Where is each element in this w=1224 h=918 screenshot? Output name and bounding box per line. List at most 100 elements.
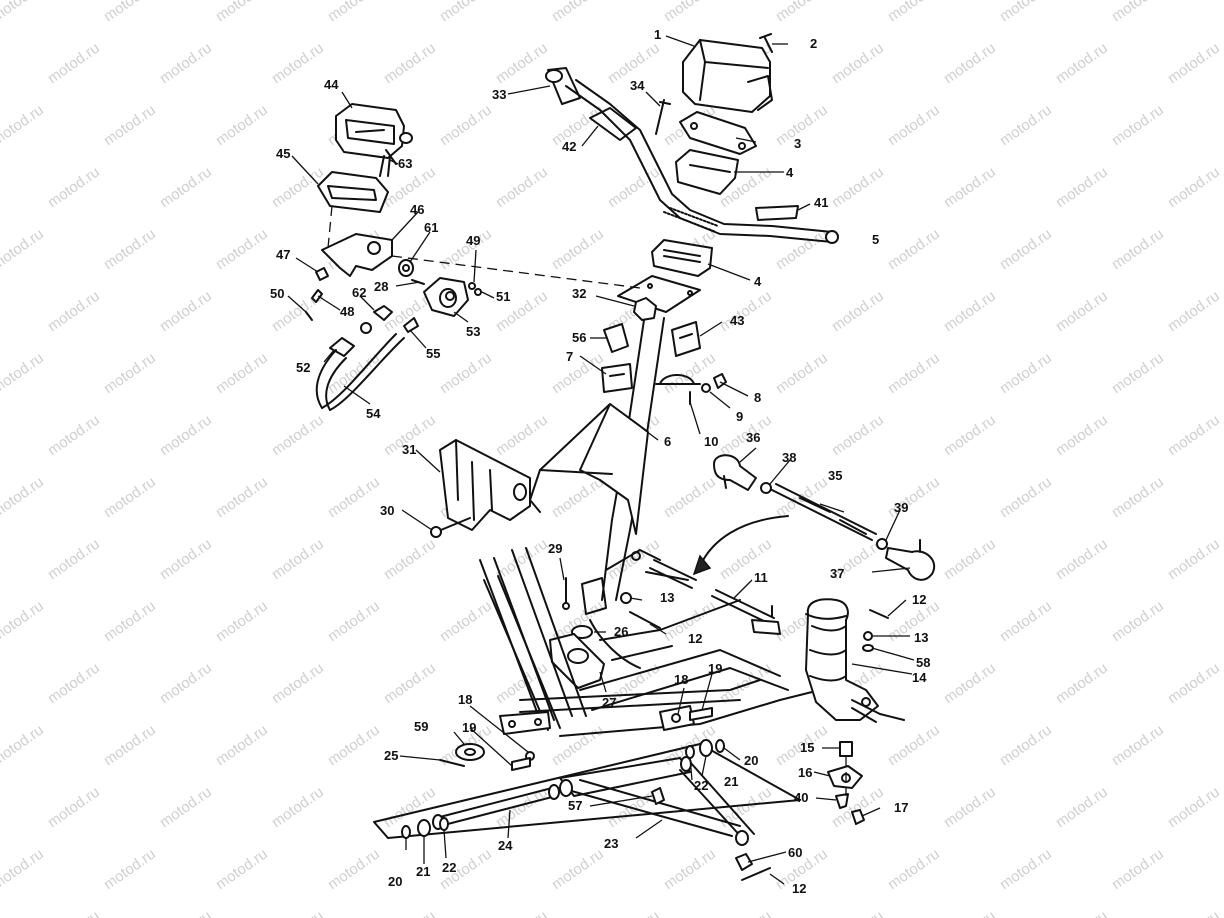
watermark-text: motod.ru — [269, 39, 327, 87]
leader-lines — [287, 35, 915, 885]
washer-22b — [685, 745, 695, 759]
callout-27: 27 — [602, 695, 616, 710]
watermark-text: motod.ru — [997, 845, 1055, 893]
watermark-text: motod.ru — [885, 0, 943, 25]
callout-11: 11 — [754, 570, 768, 585]
watermark-text: motod.ru — [437, 349, 495, 397]
watermark-text: motod.ru — [1109, 0, 1167, 25]
callout-46: 46 — [410, 202, 424, 217]
screw-50 — [305, 311, 313, 321]
watermark-text: motod.ru — [941, 659, 999, 707]
callout-29: 29 — [548, 541, 562, 556]
watermark-text: motod.ru — [269, 535, 327, 583]
watermark-text: motod.ru — [1053, 39, 1111, 87]
grommet-61 — [398, 259, 414, 277]
watermark-text: motod.ru — [45, 907, 103, 918]
watermark-text: motod.ru — [997, 225, 1055, 273]
watermark-text: motod.ru — [549, 225, 607, 273]
watermark-text: motod.ru — [1165, 659, 1223, 707]
watermark-text: motod.ru — [213, 349, 271, 397]
watermark-text: motod.ru — [1053, 907, 1111, 918]
watermark-text: motod.ru — [0, 349, 47, 397]
jam-nut-39 — [876, 538, 888, 550]
watermark-text: motod.ru — [885, 225, 943, 273]
watermark-text: motod.ru — [885, 721, 943, 769]
watermark-text: motod.ru — [549, 845, 607, 893]
watermark-text: motod.ru — [45, 535, 103, 583]
watermark-text: motod.ru — [493, 411, 551, 459]
watermark-text: motod.ru — [1109, 597, 1167, 645]
callout-5: 5 — [872, 232, 879, 247]
watermark-text: motod.ru — [45, 783, 103, 831]
washer-58 — [862, 644, 874, 652]
watermark-text: motod.ru — [941, 535, 999, 583]
watermark-text: motod.ru — [45, 163, 103, 211]
watermark-text: motod.ru — [157, 659, 215, 707]
bushing-21a — [417, 819, 431, 837]
callout-33: 33 — [492, 87, 506, 102]
tie-rod-end-36 — [713, 454, 757, 491]
callout-4a: 4 — [786, 165, 794, 180]
watermark-text: motod.ru — [157, 535, 215, 583]
callout-14: 14 — [912, 670, 927, 685]
nut-47 — [315, 267, 329, 281]
watermark-text: motod.ru — [0, 473, 47, 521]
watermark-text: motod.ru — [157, 287, 215, 335]
gauge-cup-45 — [317, 171, 389, 213]
washer-59 — [455, 743, 485, 761]
callout-2: 2 — [810, 36, 817, 51]
watermark-text: motod.ru — [661, 845, 719, 893]
callout-42: 42 — [562, 139, 576, 154]
watermark-text: motod.ru — [1221, 101, 1224, 149]
watermark-text: motod.ru — [1165, 907, 1223, 918]
watermark-text: motod.ru — [1053, 287, 1111, 335]
callout-8: 8 — [754, 390, 761, 405]
watermark-text: motod.ru — [381, 907, 439, 918]
callout-22b: 22 — [694, 778, 708, 793]
watermark-text: motod.ru — [941, 411, 999, 459]
watermark-text: motod.ru — [1053, 783, 1111, 831]
callout-41: 41 — [814, 195, 828, 210]
watermark-text: motod.ru — [213, 473, 271, 521]
callout-49: 49 — [466, 233, 480, 248]
watermark-text: motod.ru — [493, 39, 551, 87]
callout-6: 6 — [664, 434, 671, 449]
watermark-text: motod.ru — [101, 597, 159, 645]
watermark-text: motod.ru — [1221, 349, 1224, 397]
watermark-text: motod.ru — [269, 659, 327, 707]
callout-1: 1 — [654, 27, 661, 42]
callout-61: 61 — [424, 220, 438, 235]
watermark-text: motod.ru — [0, 225, 47, 273]
screw-34 — [655, 99, 671, 135]
watermark-text: motod.ru — [45, 659, 103, 707]
watermark-text: motod.ru — [0, 0, 47, 25]
washer-26 — [571, 625, 593, 639]
watermark-text: motod.ru — [269, 907, 327, 918]
watermark-text: motod.ru — [829, 411, 887, 459]
bolt-19b — [511, 757, 531, 771]
watermark-text: motod.ru — [661, 0, 719, 25]
callout-48: 48 — [340, 304, 354, 319]
callout-numbers: 1 2 3 4 4 5 6 7 8 9 10 11 12 12 12 13 13… — [270, 27, 930, 896]
callout-52: 52 — [296, 360, 310, 375]
washer-20a — [401, 825, 411, 839]
watermark-text: motod.ru — [941, 39, 999, 87]
handlebar-pad — [682, 39, 773, 113]
tie-rod — [771, 483, 877, 541]
callout-58: 58 — [916, 655, 930, 670]
watermark-text: motod.ru — [437, 101, 495, 149]
watermark-text: motod.ru — [101, 721, 159, 769]
watermark-text: motod.ru — [437, 0, 495, 25]
bracket-43 — [671, 321, 701, 357]
watermark-text: motod.ru — [325, 473, 383, 521]
bushing-56 — [603, 323, 629, 353]
chassis-frame — [479, 547, 821, 737]
grease-fitting-40 — [835, 793, 849, 809]
callout-35: 35 — [828, 468, 842, 483]
callout-60: 60 — [788, 845, 802, 860]
callout-18b: 18 — [674, 672, 688, 687]
watermark-text: motod.ru — [101, 0, 159, 25]
clamp-block-upper — [675, 149, 739, 195]
tie-rod-end-37 — [885, 547, 935, 581]
